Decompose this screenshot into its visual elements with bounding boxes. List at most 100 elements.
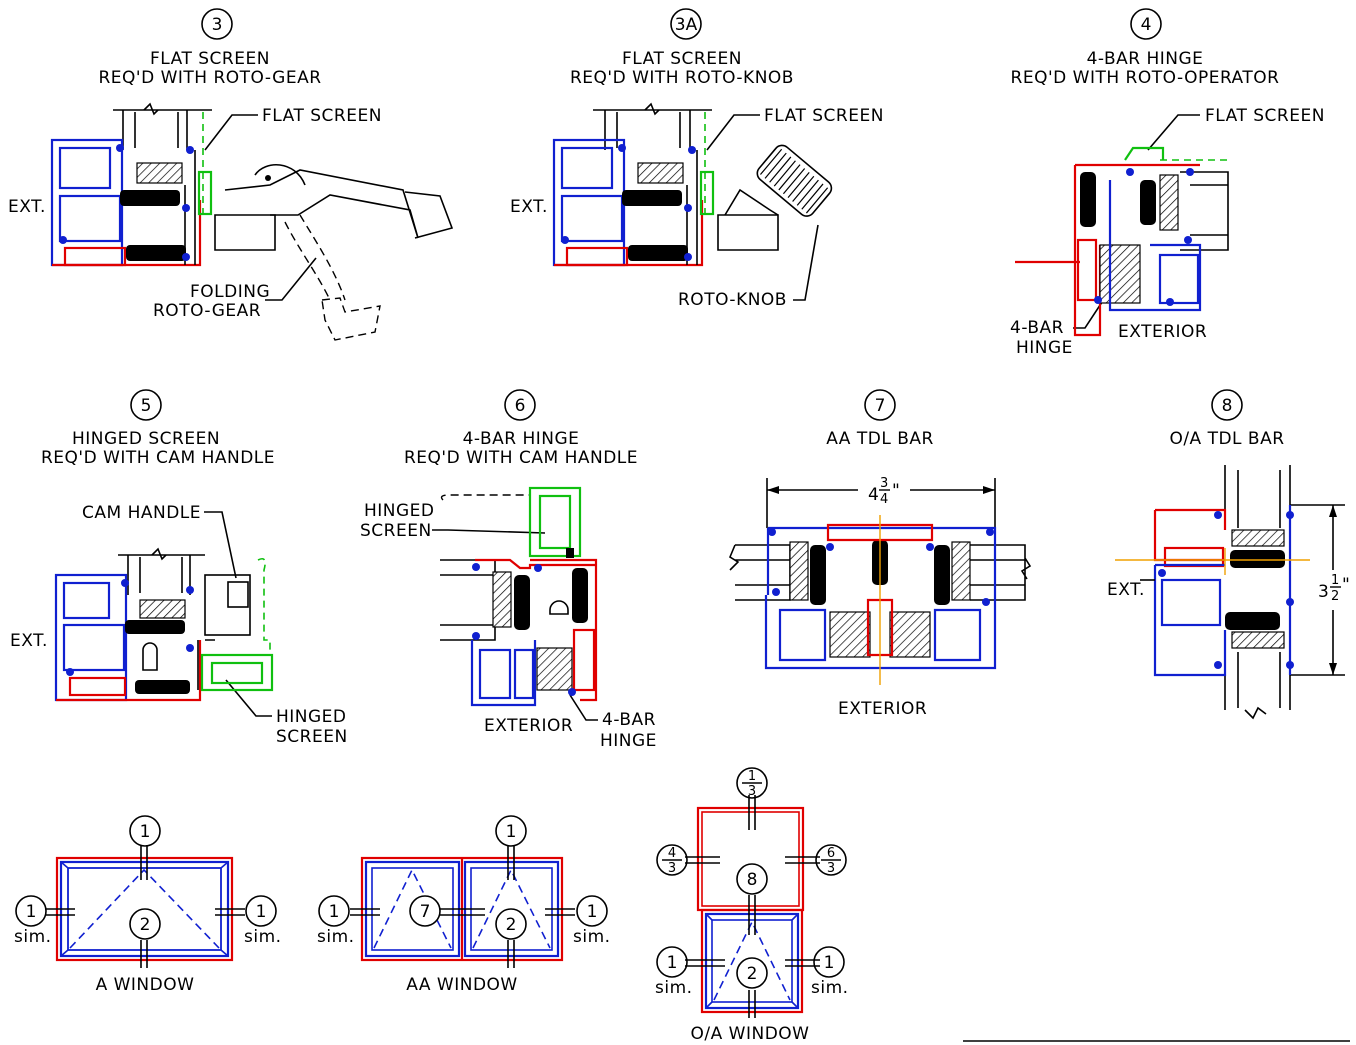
detail-4-exterior-label: EXTERIOR (1118, 322, 1207, 342)
elevation-aa-left-ref: 1 (329, 902, 340, 922)
detail-5-section (54, 547, 274, 702)
detail-3a-callout-roto-knob: ROTO-KNOB (678, 290, 787, 310)
elevation-aa-center-ref: 2 (506, 915, 517, 935)
detail-3-title-1: FLAT SCREEN (150, 49, 270, 69)
detail-6-callout-4-bar: 4-BAR (602, 710, 656, 730)
detail-3-sash-section (50, 102, 213, 267)
elevation-a-label: A WINDOW (96, 975, 195, 995)
detail-4-callout-hinge: HINGE (1016, 338, 1073, 358)
elevation-oa-right-ref: 1 (824, 953, 835, 973)
detail-8-bubble (1211, 389, 1243, 421)
detail-3a-knob (717, 144, 833, 251)
elevation-aa-window: 1 1 sim. 1 sim. 7 2 AA WINDOW (317, 815, 611, 995)
elevation-oa-right-ref-num: 6 (827, 846, 835, 861)
detail-5-title-2: REQ'D WITH CAM HANDLE (41, 448, 275, 468)
detail-7: 7 AA TDL BAR 4 3 4 " EXTERIOR (729, 389, 1032, 719)
detail-6-callout-screen: SCREEN (360, 521, 432, 541)
elevation-oa-mid-ref: 8 (747, 870, 758, 890)
detail-3: 3 FLAT SCREEN REQ'D WITH ROTO-GEAR EXT. … (8, 8, 454, 341)
detail-3-callout-flat-screen: FLAT SCREEN (262, 106, 382, 126)
elevation-oa-window: 1 3 4 3 6 3 8 1 sim. 1 sim. 2 O/A WINDOW (655, 767, 849, 1044)
detail-8-dimension: 3 1 2 " (1290, 504, 1350, 676)
elevation-a-left-ref: 1 (26, 902, 37, 922)
elevation-aa-label: AA WINDOW (406, 975, 517, 995)
detail-6-title-2: REQ'D WITH CAM HANDLE (404, 448, 638, 468)
detail-8-number: 8 (1222, 396, 1233, 416)
detail-3a-title-1: FLAT SCREEN (622, 49, 742, 69)
detail-5-leader-2 (225, 679, 272, 717)
detail-6-callout-hinged: HINGED (364, 501, 435, 521)
detail-8-ext-label: EXT. (1107, 580, 1145, 600)
detail-5-bubble (130, 389, 162, 421)
elevation-oa-left-ref: 1 (667, 953, 678, 973)
elevation-a-right-sim: sim. (244, 927, 282, 947)
detail-4-title-2: REQ'D WITH ROTO-OPERATOR (1011, 68, 1280, 88)
elevation-oa-right-sim: sim. (811, 978, 849, 998)
detail-7-number: 7 (875, 396, 886, 416)
detail-6-section (440, 486, 598, 707)
detail-6-leader-1 (432, 529, 546, 534)
detail-5-callout-cam-handle: CAM HANDLE (82, 503, 201, 523)
elevation-oa-top-ref-den: 3 (748, 784, 756, 799)
detail-3-operator (214, 163, 454, 341)
detail-3-leader-2 (265, 257, 317, 301)
detail-3-title-2: REQ'D WITH ROTO-GEAR (98, 68, 321, 88)
detail-7-section (729, 515, 1032, 685)
detail-3a-callout-flat-screen: FLAT SCREEN (764, 106, 884, 126)
detail-7-dim-numerator: 3 (880, 476, 888, 491)
detail-8-title: O/A TDL BAR (1169, 429, 1284, 449)
detail-3-ext-label: EXT. (8, 197, 46, 217)
detail-7-dim-denominator: 4 (880, 492, 888, 507)
detail-3a-title-2: REQ'D WITH ROTO-KNOB (570, 68, 794, 88)
detail-6-exterior-label: EXTERIOR (484, 716, 573, 736)
elevation-oa-right-ref-den: 3 (827, 861, 835, 876)
detail-7-title: AA TDL BAR (826, 429, 934, 449)
detail-6: 6 4-BAR HINGE REQ'D WITH CAM HANDLE HING… (360, 389, 657, 751)
detail-8-dim-numerator: 1 (1331, 573, 1339, 588)
elevation-oa-left-ref-num: 4 (668, 846, 676, 861)
elevation-aa-right-ref: 1 (587, 902, 598, 922)
detail-3a-sash-section (552, 102, 715, 267)
elevation-aa-left-sim: sim. (317, 927, 355, 947)
elevation-a-window: 1 1 sim. 1 sim. 2 A WINDOW (14, 815, 282, 995)
detail-8: 8 O/A TDL BAR EXT. 3 1 2 " (1107, 389, 1350, 720)
detail-5-callout-hinged: HINGED (276, 707, 347, 727)
detail-4: 4 4-BAR HINGE REQ'D WITH ROTO-OPERATOR F… (1010, 8, 1324, 358)
detail-3-leader-1 (204, 114, 258, 151)
detail-6-callout-hinge: HINGE (600, 731, 657, 751)
detail-7-bubble (864, 389, 896, 421)
detail-7-dim-inch-mark: " (892, 481, 900, 501)
detail-5-callout-screen: SCREEN (276, 727, 348, 747)
detail-3-bubble (201, 8, 233, 40)
detail-3-number: 3 (212, 15, 223, 35)
detail-3a-leader-2 (793, 224, 819, 301)
elevation-aa-top-ref: 1 (506, 822, 517, 842)
detail-4-number: 4 (1141, 15, 1152, 35)
detail-6-number: 6 (515, 396, 526, 416)
detail-3-callout-roto-gear: ROTO-GEAR (153, 301, 261, 321)
detail-6-title-1: 4-BAR HINGE (463, 429, 580, 449)
elevation-oa-label: O/A WINDOW (691, 1024, 810, 1044)
detail-8-dim-denominator: 2 (1331, 589, 1339, 604)
detail-3a-number: 3A (675, 15, 698, 35)
detail-5: 5 HINGED SCREEN REQ'D WITH CAM HANDLE CA… (10, 389, 348, 747)
detail-4-section (1015, 146, 1229, 337)
detail-6-leader-2 (569, 694, 598, 721)
elevation-a-center-ref: 2 (140, 915, 151, 935)
detail-5-number: 5 (141, 396, 152, 416)
elevation-aa-mid-ref: 7 (420, 902, 431, 922)
detail-8-dim-whole: 3 (1318, 582, 1329, 602)
detail-8-section (1115, 465, 1310, 720)
elevation-oa-top-ref-num: 1 (748, 769, 756, 784)
elevation-a-left-sim: sim. (14, 927, 52, 947)
elevation-a-top-ref: 1 (140, 822, 151, 842)
elevation-oa-left-sim: sim. (655, 978, 693, 998)
detail-7-dimension: 4 3 4 " (766, 476, 996, 528)
detail-7-exterior-label: EXTERIOR (838, 699, 927, 719)
detail-3-callout-folding: FOLDING (190, 282, 270, 302)
detail-3a-leader-1 (706, 114, 760, 151)
detail-5-ext-label: EXT. (10, 631, 48, 651)
elevation-aa-right-sim: sim. (573, 927, 611, 947)
detail-5-leader-1 (204, 511, 237, 579)
